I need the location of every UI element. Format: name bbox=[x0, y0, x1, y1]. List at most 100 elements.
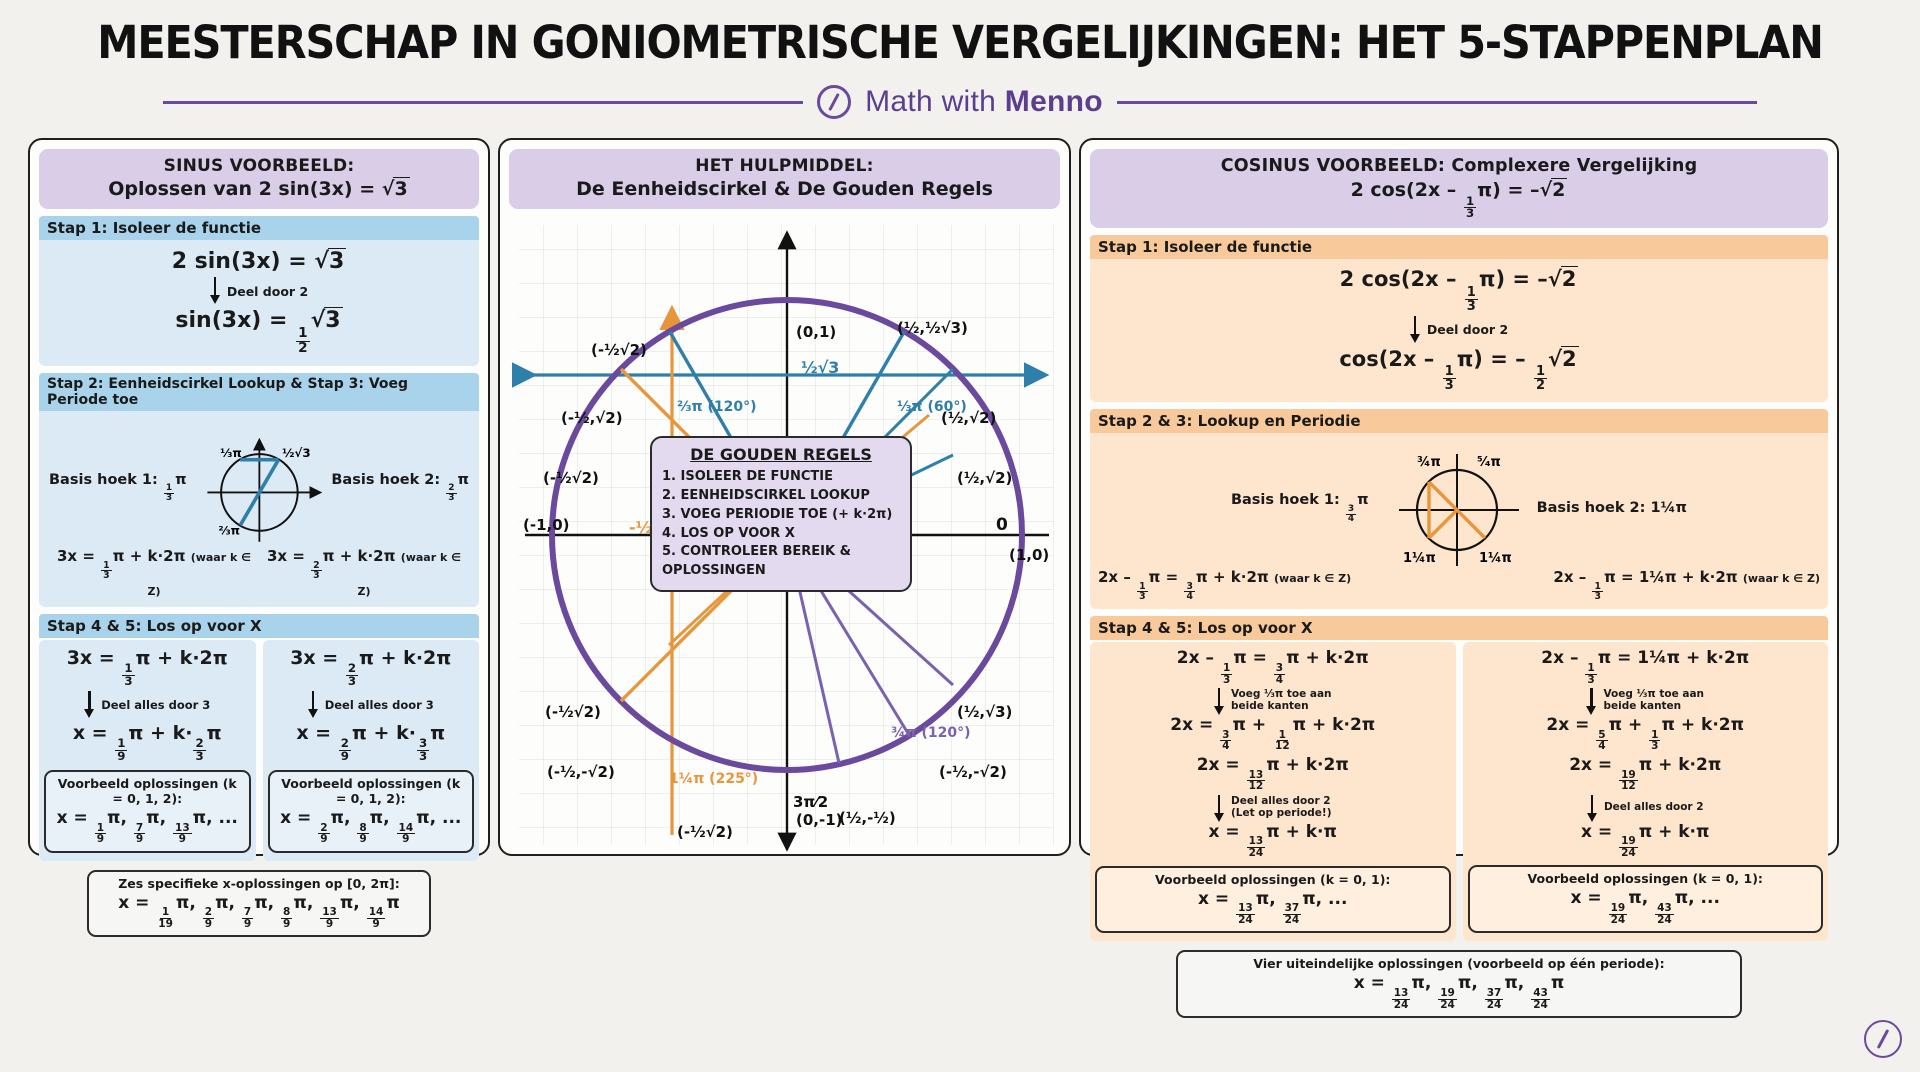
angle-label-60: ⅓π (60°) bbox=[897, 399, 967, 415]
svg-text:⁵⁄₄π: ⁵⁄₄π bbox=[1477, 455, 1501, 470]
svg-text:1¼π: 1¼π bbox=[1479, 551, 1512, 566]
label-half-root3: (½,√3) bbox=[957, 703, 1012, 721]
left-step1-arrow-note: Deel door 2 bbox=[45, 277, 473, 305]
label-half-half-root3: (½,½√3) bbox=[897, 319, 968, 337]
right-solution-box-1: Voorbeeld oplossingen (k = 0, 1): x = 13… bbox=[1095, 865, 1451, 934]
left-final-solution-box: Zes specifieke x-oplossingen op [0, 2π]:… bbox=[87, 869, 431, 938]
compass-pen-icon-corner bbox=[1864, 1020, 1902, 1058]
angle-label-120b: ¾π (120°) bbox=[891, 725, 970, 741]
left-step1-bar: Stap 1: Isoleer de functie bbox=[39, 216, 479, 241]
down-arrow-icon bbox=[209, 277, 221, 305]
svg-text:¾π: ¾π bbox=[1417, 455, 1441, 470]
right-solution-box-2: Voorbeeld oplossingen (k = 0, 1): x = 19… bbox=[1467, 865, 1823, 934]
golden-rules-box: DE GOUDEN REGELS 1. ISOLEER DE FUNCTIE 2… bbox=[650, 436, 912, 593]
left-solution-box-1: Voorbeeld oplossingen (k = 0, 1, 2): x =… bbox=[44, 769, 251, 853]
right-col1-note-div: Deel alles door 2(Let op periode!) bbox=[1095, 794, 1451, 822]
left-col2-note: Deel alles door 3 bbox=[268, 690, 475, 719]
cosinus-panel-header: COSINUS VOORBEELD: Complexere Vergelijki… bbox=[1090, 149, 1828, 229]
label-0-1: (0,1) bbox=[796, 323, 836, 341]
left-eq-1: 2 sin(3x) = √3 bbox=[171, 248, 347, 275]
svg-text:⅓π: ⅓π bbox=[220, 446, 242, 460]
cosinus-example-panel: COSINUS VOORBEELD: Complexere Vergelijki… bbox=[1079, 138, 1839, 1019]
label-half-root2-b: (½,√2) bbox=[957, 469, 1012, 487]
angle-label-225: 1¼π (225°) bbox=[669, 771, 758, 787]
right-step23-bar: Stap 2 & 3: Lookup en Periodie bbox=[1090, 409, 1828, 434]
compass-pen-icon bbox=[817, 85, 852, 119]
right-step1-bar: Stap 1: Isoleer de functie bbox=[1090, 235, 1828, 260]
label-neg-half-root2-a: (-½√2) bbox=[591, 341, 647, 359]
golden-rule-item: 5. CONTROLEER BEREIK & OPLOSSINGEN bbox=[662, 544, 851, 579]
label-neg-half-root2-b: (-½,√2) bbox=[561, 409, 623, 427]
left-step23-bar: Stap 2: Eenheidscirkel Lookup & Stap 3: … bbox=[39, 373, 479, 412]
down-arrow-icon bbox=[84, 690, 95, 719]
brand-divider-right bbox=[1116, 100, 1757, 104]
left-col1-note: Deel alles door 3 bbox=[44, 690, 251, 719]
label-half-neg-half: (½,-½) bbox=[839, 809, 896, 827]
right-col2-note-div: Deel alles door 2 bbox=[1468, 794, 1824, 822]
right-step45-bar: Stap 4 & 5: Los op voor X bbox=[1090, 616, 1828, 641]
right-step1-note: Deel door 2 bbox=[1096, 315, 1822, 344]
right-mini-unit-circle: ¾π ⁵⁄₄π 1¼π 1¼π bbox=[1398, 454, 1519, 567]
left-step45-bar: Stap 4 & 5: Los op voor X bbox=[39, 613, 479, 638]
brand-divider-left bbox=[163, 100, 804, 104]
label-neg-half-root2-c: (-½√2) bbox=[543, 469, 599, 487]
sinus-example-panel: SINUS VOORBEELD: Oplossen van 2 sin(3x) … bbox=[28, 138, 490, 938]
label-half-root3-value: ½√3 bbox=[801, 358, 839, 377]
unit-circle-header: HET HULPMIDDEL: De Eenheidscirkel & De G… bbox=[509, 149, 1060, 210]
svg-text:½√3: ½√3 bbox=[282, 446, 310, 460]
svg-text:⅔π: ⅔π bbox=[218, 524, 240, 538]
label-1-0: (1,0) bbox=[1009, 546, 1049, 564]
label-0-neg1: (0,-1) bbox=[796, 811, 843, 829]
golden-rule-item: 3. VOEG PERIODIE TOE (+ k·2π) bbox=[662, 506, 893, 522]
label-neg-half-neg-root2: (-½,-√2) bbox=[939, 763, 1007, 781]
angle-label-120: ⅔π (120°) bbox=[677, 399, 756, 415]
golden-rule-item: 2. EENHEIDSCIRKEL LOOKUP bbox=[662, 487, 870, 503]
unit-circle-panel: HET HULPMIDDEL: De Eenheidscirkel & De G… bbox=[498, 138, 1071, 856]
page-header: MEESTERSCHAP IN GONIOMETRISCHE VERGELIJK… bbox=[0, 0, 1920, 119]
left-solution-box-2: Voorbeeld oplossingen (k = 0, 1, 2): x =… bbox=[267, 769, 474, 853]
down-arrow-icon bbox=[1213, 794, 1225, 822]
left-mini-unit-circle: ⅓π ½√3 ⅔π bbox=[207, 438, 322, 543]
page-title: MEESTERSCHAP IN GONIOMETRISCHE VERGELIJK… bbox=[97, 16, 1824, 69]
brand-row: Math with Menno bbox=[0, 85, 1920, 119]
label-neg-half-root2-f: (-½√2) bbox=[677, 823, 733, 841]
golden-rule-item: 4. LOS OP VOOR X bbox=[662, 525, 795, 541]
down-arrow-icon bbox=[307, 690, 319, 719]
label-neg-half-root2-d: (-½,-√2) bbox=[547, 763, 615, 781]
